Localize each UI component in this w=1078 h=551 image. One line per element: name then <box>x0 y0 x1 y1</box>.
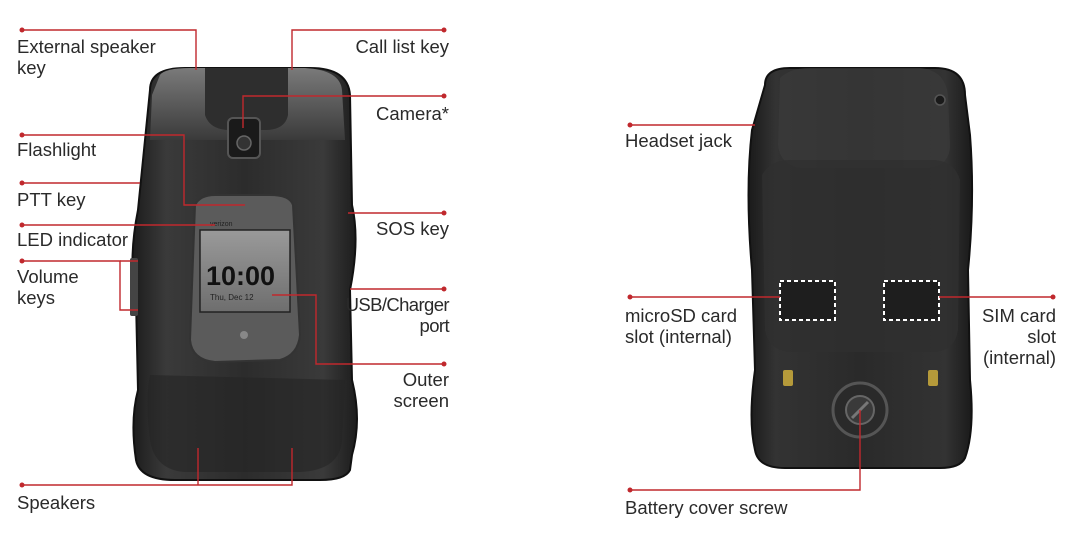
label-external-speaker-key: External speaker key <box>17 36 156 78</box>
leader-led <box>19 222 215 228</box>
label-sos-key: SOS key <box>376 218 449 239</box>
leader-outer-screen <box>272 294 447 367</box>
leader-volume <box>19 258 138 311</box>
label-ptt-key: PTT key <box>17 189 86 210</box>
label-call-list-key: Call list key <box>355 36 449 57</box>
contact-left-icon <box>783 370 793 386</box>
leader-sim <box>939 294 1056 300</box>
label-battery-cover-screw: Battery cover screw <box>625 497 788 518</box>
outer-screen-brand: verizon <box>210 221 233 228</box>
back-phone <box>747 67 974 469</box>
leader-external-speaker <box>19 27 197 70</box>
leader-ptt <box>19 180 140 186</box>
label-camera: Camera* <box>376 103 449 124</box>
leader-battery-screw <box>627 410 861 493</box>
label-volume-keys: Volume keys <box>17 266 79 308</box>
leader-flashlight <box>19 132 245 206</box>
outer-screen-display <box>199 229 291 313</box>
sim-slot-marker <box>883 280 940 321</box>
label-speakers: Speakers <box>17 492 96 513</box>
leader-call-list <box>291 27 447 70</box>
label-led-indicator: LED indicator <box>17 229 129 250</box>
leader-lines <box>19 27 1056 493</box>
label-usb-charger-port: USB/Charger port <box>345 294 450 336</box>
leader-usb <box>350 286 447 292</box>
headset-jack-icon <box>934 94 946 106</box>
leader-speakers <box>19 448 293 488</box>
leader-microsd <box>627 294 780 300</box>
contact-right-icon <box>928 370 938 386</box>
outer-screen-time: 10:00 <box>206 261 275 291</box>
leader-sos <box>348 210 447 216</box>
label-sim-card-slot: SIM card slot (internal) <box>981 305 1056 368</box>
label-flashlight: Flashlight <box>17 139 97 160</box>
leader-headset-jack <box>627 122 755 128</box>
label-microsd-card-slot: microSD card slot (internal) <box>625 305 738 347</box>
volume-keys-shape <box>130 258 138 316</box>
label-outer-screen: Outer screen <box>393 369 449 411</box>
label-headset-jack: Headset jack <box>625 130 732 151</box>
outer-screen-date: Thu, Dec 12 <box>210 293 254 302</box>
front-phone: verizon 10:00 Thu, Dec 12 <box>130 67 358 481</box>
microsd-slot-marker <box>779 280 836 321</box>
leader-camera <box>242 93 447 128</box>
